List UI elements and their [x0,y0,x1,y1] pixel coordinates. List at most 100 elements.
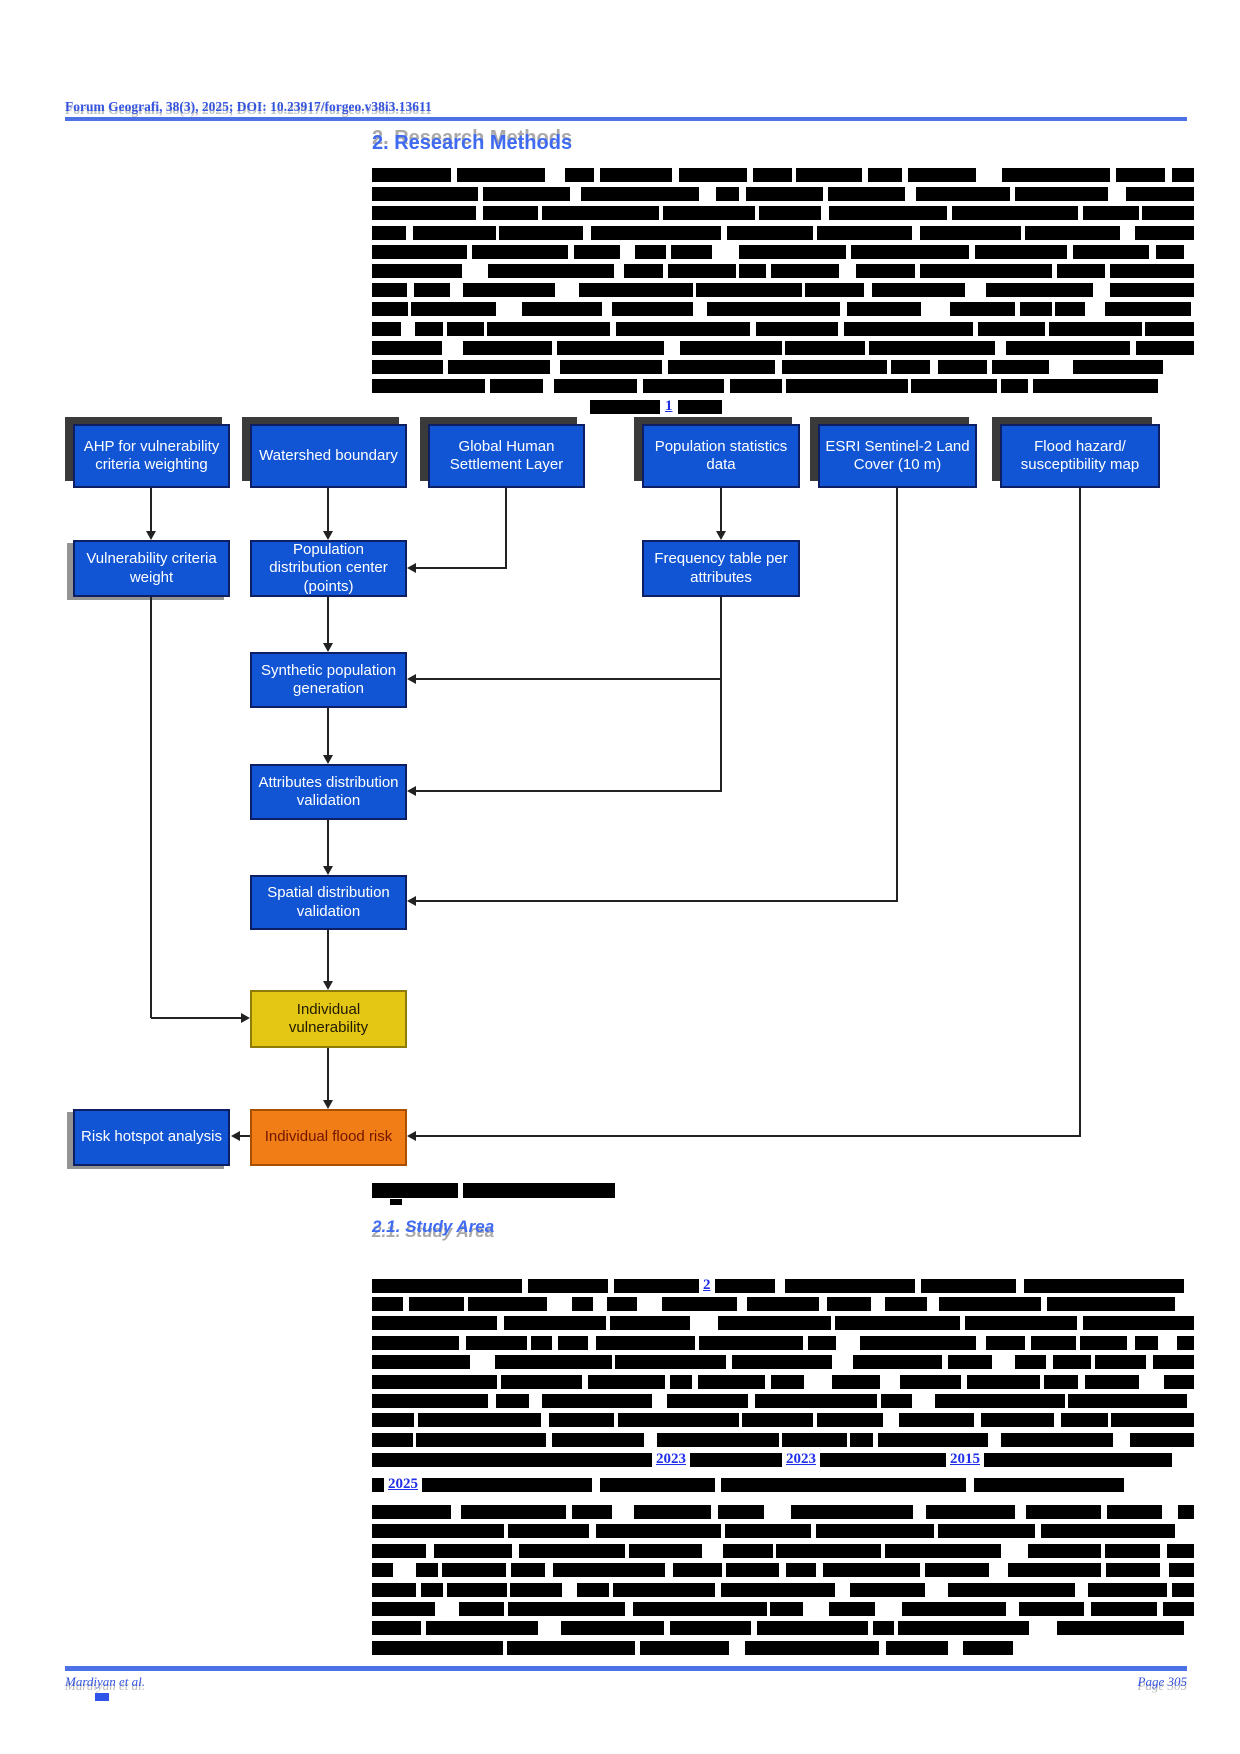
redaction-bar [1053,1355,1092,1370]
redaction-bar [522,302,602,317]
redaction-bar [884,1297,927,1311]
redaction-bar [746,1297,819,1311]
connector-line [240,1135,250,1137]
flow-node-label: Individual flood risk [264,1128,393,1146]
figure2-link[interactable]: 2 [703,1277,711,1293]
redaction-bar [829,1602,875,1616]
redaction-bar [489,379,543,394]
redaction-bar [372,1374,497,1389]
redaction-bar [985,283,1093,298]
redaction-bar [496,1394,530,1408]
redaction-bar [372,1278,522,1293]
redaction-bar [872,1621,894,1636]
redaction-bar [706,302,840,317]
flow-node-ahp-criteria-weighting: AHP for vulnerability criteria weighting [73,424,230,488]
connector-line [327,930,329,981]
redaction-bar [458,1602,504,1616]
redaction-bar [599,168,672,182]
redaction-bar [1026,1505,1101,1519]
redacted-text-line [372,244,1194,259]
arrowhead [323,531,333,540]
redaction-bar [668,264,737,278]
flow-node-population-statistics: Population statistics data [642,424,800,488]
flow-node-individual-flood-risk: Individual flood risk [250,1109,407,1166]
redaction-bar [727,225,814,240]
redaction-bar [447,360,550,374]
redaction-bar [372,1543,427,1558]
arrowhead [407,674,416,684]
redaction-bar [606,1297,637,1311]
flow-node-flood-hazard-map: Flood hazard/ susceptibility map [1000,424,1160,488]
journal-doi-link[interactable]: Forum Geografi, 38(3), 2025; DOI: 10.239… [65,99,432,114]
connector-line [505,488,507,569]
redaction-bar [1072,244,1150,259]
redaction-bar [977,321,1045,336]
redaction-bar [408,1297,464,1311]
redaction-bar [416,1432,547,1447]
redaction-bar [596,1524,722,1539]
redaction-bar [1152,1355,1194,1370]
redaction-bar [1162,1602,1194,1616]
citation-year-link[interactable]: 2023 [656,1451,686,1467]
redaction-bar [426,1621,539,1636]
redaction-bar [1130,1432,1194,1447]
redaction-bar [372,264,463,278]
redaction-bar [530,1335,552,1350]
redaction-bar [755,321,839,336]
redacted-text-line [372,1394,1194,1408]
methods-heading: 2. Research Methods [372,132,573,154]
arrowhead [323,866,333,875]
figure1-link[interactable]: 1 [665,398,673,414]
connector-line [151,1017,241,1019]
flow-node-label: Synthetic population generation [260,661,397,697]
redacted-text-line [372,302,1194,317]
connector-line [150,488,152,531]
redaction-bar [919,225,1022,240]
redaction-bar [640,1640,729,1655]
redaction-bar [725,1524,812,1539]
redaction-bar [1083,206,1139,221]
redaction-bar [1104,1543,1160,1558]
redaction-bar [843,321,973,336]
redaction-bar [1000,1432,1113,1447]
redaction-bar [1136,340,1194,355]
redaction-bar [897,1621,1030,1636]
redaction-bar [662,1297,737,1311]
redaction-bar [847,302,922,317]
redaction-bar [612,302,693,317]
redaction-bar [1109,283,1194,298]
redaction-bar [925,1563,990,1578]
redaction-bar [938,1524,1035,1539]
redaction-bar [1056,1621,1184,1636]
redaction-bar [1055,302,1086,317]
arrowhead [231,1131,240,1141]
redaction-bar [1015,187,1109,202]
redaction-bar [422,1477,592,1492]
redaction-bar [1085,1374,1140,1389]
redaction-bar [679,340,782,355]
redaction-bar [670,244,712,259]
redaction-bar [1068,1394,1188,1408]
redaction-bar [441,1563,506,1578]
redaction-bar [859,1335,977,1350]
redaction-bar [880,1394,913,1408]
redaction-bar [835,1316,960,1331]
redaction-bar [595,1335,696,1350]
redaction-bar [981,1413,1054,1428]
redaction-bar [508,1524,589,1539]
redaction-bar [926,1505,1016,1519]
redaction-bar [487,321,611,336]
redaction-bar [698,1374,766,1389]
redaction-bar [610,1316,690,1331]
citation-year-link[interactable]: 2023 [786,1451,816,1467]
flow-node-individual-vulnerability: Individual vulnerability [250,990,407,1048]
citation-year-link[interactable]: 2015 [950,1451,980,1467]
redaction-bar [1145,321,1194,336]
redaction-bar [878,1432,988,1447]
redaction-bar [558,1335,588,1350]
redaction-bar [739,244,846,259]
redaction-bar [849,1582,925,1597]
redaction-bar [868,340,995,355]
redaction-bar [770,1374,805,1389]
citation-year-link[interactable]: 2025 [388,1476,418,1492]
